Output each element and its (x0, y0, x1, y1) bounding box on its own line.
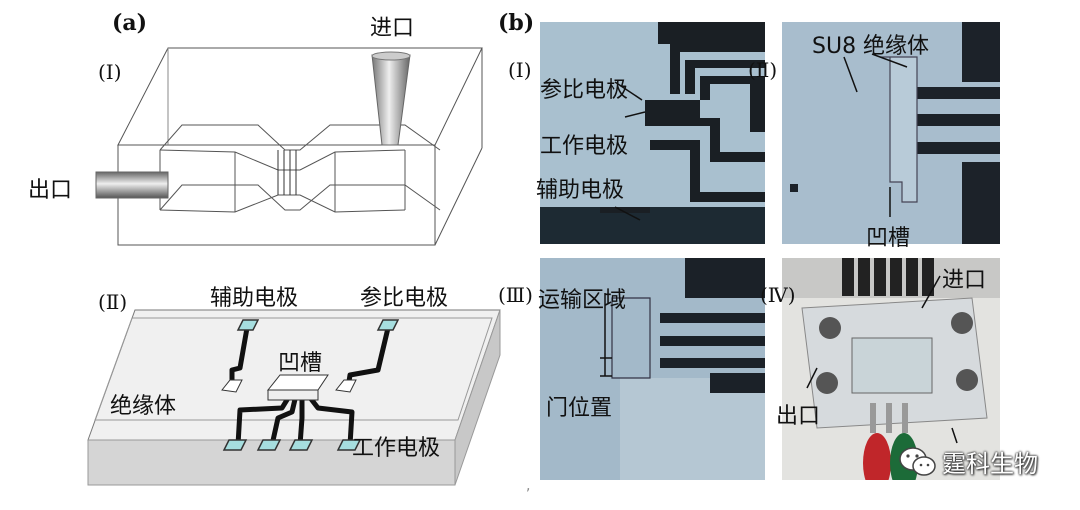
micrograph-3 (540, 258, 765, 480)
b-p4-inlet-label: 进口 (942, 268, 987, 293)
inlet-tube (371, 54, 411, 146)
b-p4-roman: (Ⅳ) (760, 283, 796, 307)
a-part2-roman: (Ⅱ) (98, 290, 128, 314)
panel-a-letter: (a) (112, 10, 148, 36)
b-p3-roman: (Ⅲ) (498, 283, 533, 307)
wechat-icon (899, 446, 936, 476)
micrograph-2 (782, 22, 1000, 244)
gate-label: 门位置 (546, 396, 613, 421)
b-p1-work-label: 工作电极 (540, 134, 629, 159)
b-p4-outlet-label: 出口 (776, 404, 821, 429)
aux-electrode-label: 辅助电极 (210, 286, 299, 311)
su8-label: SU8 绝缘体 (812, 34, 930, 59)
outlet-label: 出口 (28, 178, 73, 203)
b-p1-roman: (Ⅰ) (508, 58, 532, 82)
footnote-mark: , (526, 478, 531, 494)
watermark-text: 霆科生物 (942, 450, 1038, 478)
work-electrode-label: 工作电极 (352, 436, 441, 461)
groove-label: 凹槽 (278, 351, 323, 376)
transport-label: 运输区域 (538, 288, 627, 313)
b-p1-aux-label: 辅助电极 (536, 178, 625, 203)
device-photo (782, 258, 1000, 480)
insulator-label: 绝缘体 (110, 394, 177, 419)
panel-b-letter: (b) (498, 10, 535, 36)
outlet-tube (95, 171, 169, 199)
micrograph-1 (540, 22, 765, 244)
b-p2-roman: (Ⅱ) (748, 58, 778, 82)
chip-diagram (87, 309, 501, 486)
inlet-label: 进口 (370, 16, 415, 41)
b-p1-ref-label: 参比电极 (540, 78, 629, 103)
ref-electrode-label: 参比电极 (360, 286, 449, 311)
a-part1-roman: (Ⅰ) (98, 60, 122, 84)
watermark: 霆科生物 (898, 444, 1038, 479)
b-p2-groove-label: 凹槽 (866, 226, 911, 251)
